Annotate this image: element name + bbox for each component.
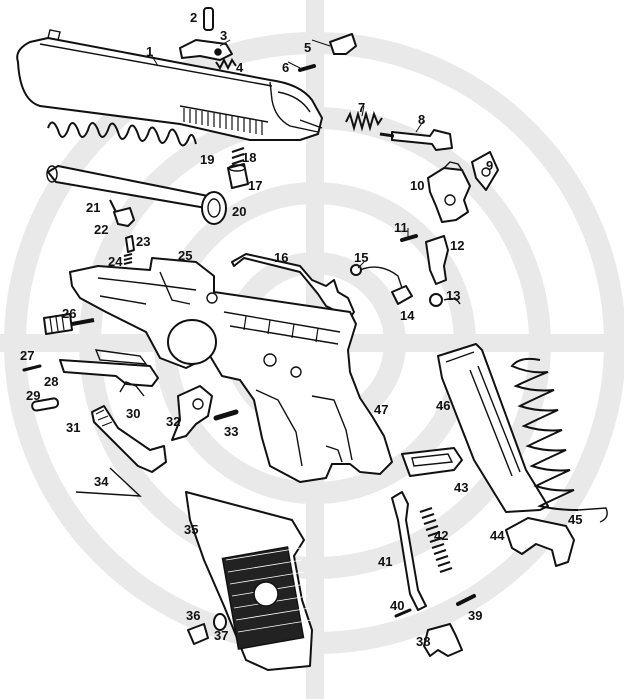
- part-25-frame: [69, 257, 393, 483]
- part-label-13: 13: [446, 288, 460, 303]
- part-29-pin: [31, 397, 60, 412]
- part-label-34: 34: [94, 474, 109, 489]
- part-17-block: [227, 163, 249, 189]
- part-labels: 1 2 3 4 5 6 7 8 9 10 11 12 13 14 15 16 1…: [20, 10, 582, 649]
- part-11-pin: [400, 234, 418, 242]
- part-37-washer: [213, 613, 227, 631]
- part-45-mag-spring: [510, 357, 608, 523]
- part-label-37: 37: [214, 628, 228, 643]
- part-8-firing-pin: [379, 129, 453, 151]
- part-label-12: 12: [450, 238, 464, 253]
- leader-lines: [151, 39, 425, 269]
- part-label-26: 26: [62, 306, 76, 321]
- part-18-spring: [231, 147, 245, 165]
- part-label-44: 44: [490, 528, 505, 543]
- part-2-pin: [203, 7, 214, 31]
- part-label-31: 31: [66, 420, 80, 435]
- part-21-pin: [109, 199, 117, 213]
- part-34-spring: [75, 467, 142, 497]
- part-label-16: 16: [274, 250, 288, 265]
- part-label-2: 2: [190, 10, 197, 25]
- part-26-button: [43, 313, 95, 335]
- part-label-35: 35: [184, 522, 198, 537]
- part-label-46: 46: [436, 398, 450, 413]
- part-label-20: 20: [232, 204, 246, 219]
- part-label-30: 30: [126, 406, 140, 421]
- part-label-32: 32: [166, 414, 180, 429]
- part-label-18: 18: [242, 150, 256, 165]
- part-40-pin: [394, 608, 412, 618]
- part-10-hammer: [427, 161, 471, 223]
- part-label-21: 21: [86, 200, 100, 215]
- part-label-25: 25: [178, 248, 192, 263]
- part-label-33: 33: [224, 424, 238, 439]
- part-9-lever: [471, 151, 499, 191]
- part-label-36: 36: [186, 608, 200, 623]
- part-label-10: 10: [410, 178, 424, 193]
- part-1-slide: [16, 29, 323, 141]
- part-label-40: 40: [390, 598, 404, 613]
- part-label-45: 45: [568, 512, 582, 527]
- part-43-follower: [401, 447, 463, 477]
- part-label-22: 22: [94, 222, 108, 237]
- part-5-rear-sight: [329, 33, 357, 55]
- part-32-lever: [171, 385, 213, 441]
- part-39-pin: [456, 594, 476, 606]
- part-22-catch: [113, 207, 135, 227]
- part-16-lever: [231, 253, 355, 319]
- part-label-8: 8: [418, 112, 425, 127]
- part-3-extractor: [179, 39, 233, 61]
- part-46-magazine: [437, 343, 549, 513]
- part-label-5: 5: [304, 40, 311, 55]
- part-27-pin: [22, 364, 42, 372]
- part-label-9: 9: [486, 158, 493, 173]
- part-23-pin: [125, 235, 135, 253]
- part-label-15: 15: [354, 250, 368, 265]
- part-label-27: 27: [20, 348, 34, 363]
- part-label-11: 11: [394, 220, 408, 235]
- part-19-recoil-spring: [47, 121, 197, 147]
- part-label-6: 6: [282, 60, 289, 75]
- part-36-screw: [187, 623, 209, 645]
- part-label-23: 23: [136, 234, 150, 249]
- part-30-spring: [119, 381, 145, 397]
- part-label-24: 24: [108, 254, 123, 269]
- part-label-43: 43: [454, 480, 468, 495]
- part-label-38: 38: [416, 634, 430, 649]
- part-41-rod: [391, 491, 427, 611]
- part-4-spring: [215, 57, 237, 71]
- part-6-pin: [298, 64, 316, 72]
- part-24-spring: [123, 253, 133, 265]
- part-label-42: 42: [434, 528, 448, 543]
- part-13-nut: [429, 293, 461, 307]
- part-20-barrel: [46, 165, 227, 225]
- part-label-28: 28: [44, 374, 58, 389]
- part-label-4: 4: [236, 60, 244, 75]
- part-label-3: 3: [220, 28, 227, 43]
- part-label-19: 19: [200, 152, 214, 167]
- part-7-spring: [345, 110, 383, 132]
- part-label-1: 1: [146, 44, 153, 59]
- part-label-7: 7: [358, 100, 365, 115]
- part-label-17: 17: [248, 178, 262, 193]
- part-44-floorplate: [505, 517, 575, 567]
- part-label-47: 47: [374, 402, 388, 417]
- part-35-grip: [185, 491, 313, 671]
- part-label-14: 14: [400, 308, 415, 323]
- part-label-29: 29: [26, 388, 40, 403]
- part-label-39: 39: [468, 608, 482, 623]
- part-12-sear: [425, 235, 449, 285]
- part-33-pin: [213, 409, 239, 421]
- part-38-catch: [423, 623, 463, 657]
- part-28-bar: [59, 349, 159, 387]
- part-label-41: 41: [378, 554, 392, 569]
- part-42-spring: [419, 507, 453, 573]
- part-31-trigger: [91, 405, 167, 473]
